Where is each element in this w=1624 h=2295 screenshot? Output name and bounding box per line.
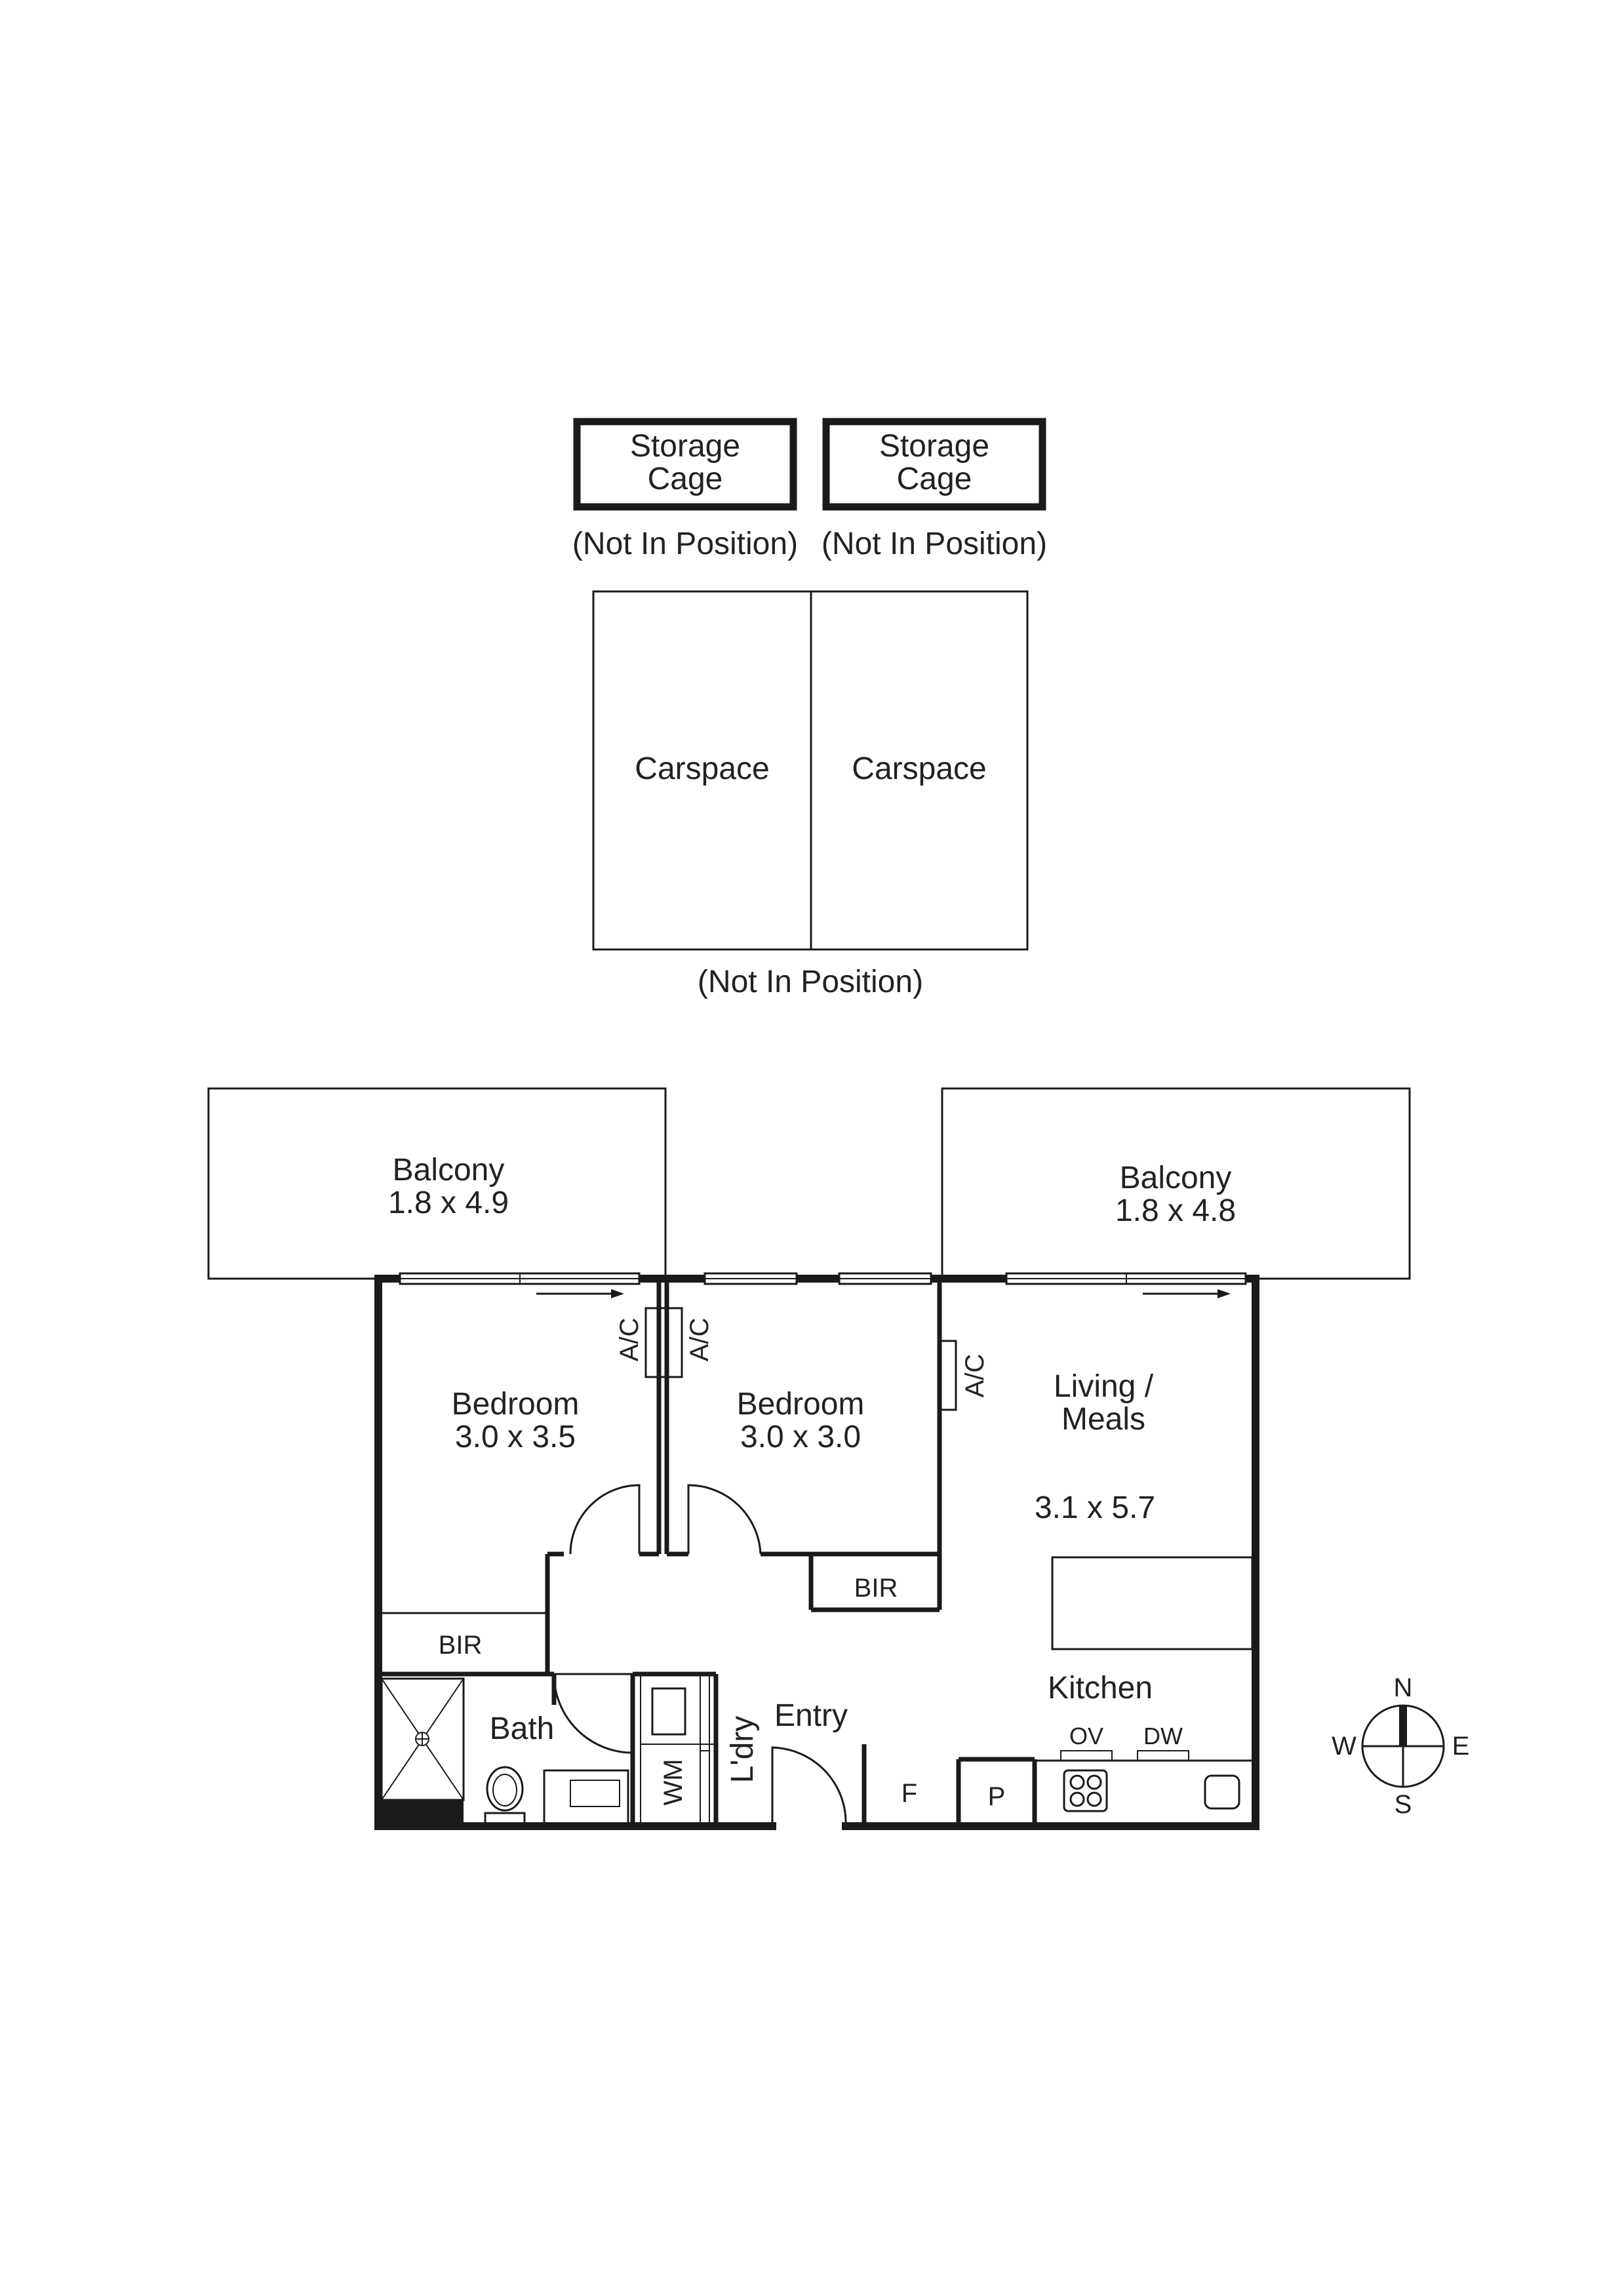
storage-cage-2-note: (Not In Position) (822, 527, 1047, 561)
living-name-line1: Living / (1054, 1369, 1154, 1404)
ac-units (644, 1307, 957, 1411)
storage-cage-2-label-line2: Cage (897, 462, 972, 496)
oven-label: OV (1069, 1723, 1103, 1749)
balcony-west: Balcony 1.8 x 4.9 (207, 1087, 667, 1280)
balcony-east-name: Balcony (1120, 1161, 1232, 1195)
storage-cage-1-note: (Not In Position) (572, 527, 798, 561)
balcony-west-dims: 1.8 x 4.9 (388, 1186, 509, 1220)
laundry-label: L'dry (725, 1716, 760, 1784)
balcony-east: Balcony 1.8 x 4.8 (941, 1087, 1411, 1280)
north-needle-icon (1399, 1706, 1407, 1746)
bath-fixtures (380, 1677, 629, 1827)
storage-cage-1-label-line2: Cage (648, 462, 723, 496)
living-dims: 3.1 x 5.7 (1035, 1490, 1155, 1525)
dishwasher-icon (1137, 1750, 1189, 1761)
kitchen-label: Kitchen (1048, 1671, 1153, 1706)
compass-s: S (1395, 1790, 1412, 1819)
fridge-label: F (901, 1779, 917, 1808)
bedroom-1-dims: 3.0 x 3.5 (455, 1420, 576, 1454)
dishwasher-label: DW (1143, 1723, 1183, 1749)
storage-cage-2: Storage Cage (Not In Position) (822, 418, 1047, 561)
balcony-west-name: Balcony (393, 1153, 505, 1187)
oven-icon (1060, 1750, 1113, 1761)
vanity-icon (543, 1769, 629, 1827)
compass-w: W (1332, 1732, 1357, 1761)
doors (553, 1484, 847, 1827)
cooktop-icon (1063, 1769, 1108, 1812)
kitchen-fixtures (1035, 1556, 1254, 1812)
ac-1-label: A/C (615, 1318, 644, 1362)
windows (399, 1272, 1247, 1298)
carspace-note: (Not In Position) (698, 965, 923, 999)
bir-1-label: BIR (439, 1631, 483, 1660)
storage-cage-1-label-line1: Storage (630, 429, 740, 464)
toilet-icon (486, 1766, 524, 1812)
carspace-2-label: Carspace (852, 751, 986, 786)
laundry-fixtures (641, 1673, 716, 1827)
ac-2-label: A/C (685, 1318, 714, 1362)
bath-label: Bath (490, 1711, 555, 1746)
compass: N S E W (1332, 1673, 1469, 1819)
storage-cage-2-label-line1: Storage (879, 429, 989, 464)
balcony-east-dims: 1.8 x 4.8 (1115, 1193, 1236, 1228)
kitchen-island (1051, 1556, 1254, 1650)
bedroom-2-dims: 3.0 x 3.0 (740, 1420, 861, 1454)
bedroom-2-name: Bedroom (737, 1387, 865, 1422)
pantry-label: P (988, 1782, 1006, 1811)
sink-icon (1204, 1774, 1240, 1810)
storage-cage-1: Storage Cage (Not In Position) (572, 418, 798, 561)
washing-machine-label: WM (659, 1759, 688, 1805)
bedroom-1-name: Bedroom (452, 1387, 580, 1422)
entry-label: Entry (774, 1698, 848, 1733)
interior-walls (378, 1279, 1037, 1826)
carspaces: Carspace Carspace (Not In Position) (592, 590, 1029, 999)
ac-3-label: A/C (961, 1354, 989, 1398)
compass-n: N (1394, 1673, 1413, 1702)
living-name-line2: Meals (1061, 1402, 1145, 1437)
bir-2-label: BIR (854, 1574, 898, 1603)
compass-e: E (1452, 1732, 1470, 1761)
carspace-1-label: Carspace (635, 751, 769, 786)
